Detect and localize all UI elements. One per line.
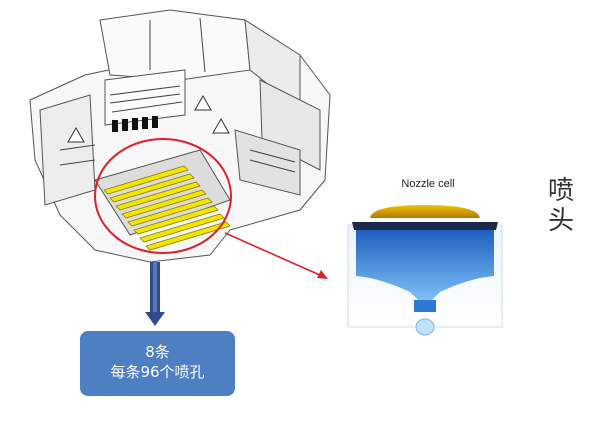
highlight-ellipse: [94, 138, 232, 254]
printer-mechanism: [29, 9, 331, 263]
nozzle-strips: [103, 165, 231, 251]
info-box-line-1: 8条: [145, 343, 170, 361]
side-label-char-1: 喷: [548, 176, 577, 206]
printhead-side-label: 喷 头: [548, 176, 588, 236]
nozzle-cell-label: Nozzle cell: [401, 178, 455, 190]
nozzle-cell-illustration: [347, 205, 503, 336]
blue-down-arrow: [145, 262, 165, 326]
info-box-line-2: 每条96个喷孔: [110, 363, 205, 381]
side-label-char-2: 头: [548, 206, 577, 236]
red-arrow: [224, 232, 328, 279]
nozzle-count-info-box: 8条 每条96个喷孔: [80, 331, 235, 396]
